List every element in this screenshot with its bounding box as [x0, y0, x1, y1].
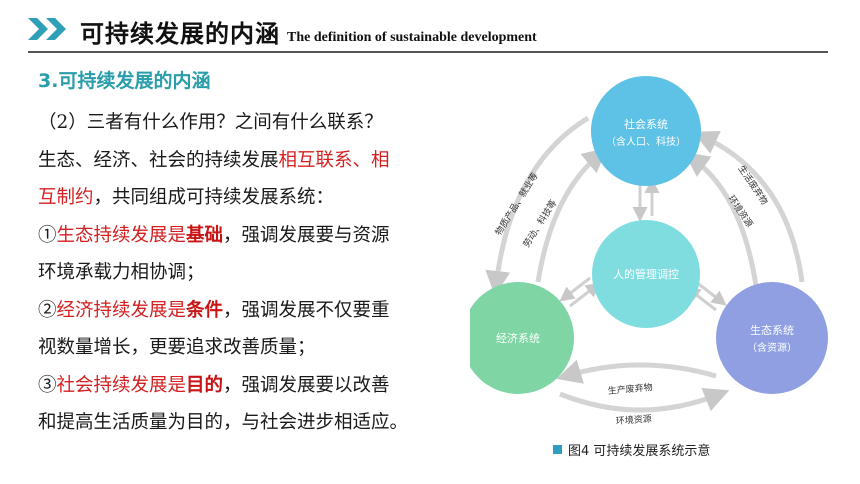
section-title: 3.可持续发展的内涵	[38, 70, 211, 92]
social-system-sublabel: （含人口、科技）	[606, 135, 686, 148]
management-circle	[592, 220, 700, 328]
text-span: 环境承载力相协调；	[38, 262, 205, 283]
arrow-ecological-management-a	[695, 280, 727, 306]
caption-square-icon	[553, 445, 562, 454]
text-span: ②	[38, 299, 57, 321]
text-span: ①	[38, 224, 57, 246]
header-divider	[28, 51, 828, 53]
text-line: 互制约，共同组成可持续发展系统：	[38, 179, 458, 217]
social-system-circle	[591, 76, 701, 186]
ecological-system-sublabel: （含资源）	[747, 341, 797, 354]
caption-text: 图4 可持续发展系统示意	[568, 444, 711, 459]
arrow-economic-management-b	[559, 276, 591, 302]
highlight-text: 相互联系、相	[278, 149, 390, 171]
highlight-text: 经济持续发展是	[56, 299, 187, 321]
ecological-system-circle	[716, 282, 828, 394]
arc-right-inner	[683, 152, 759, 287]
text-span: 视数量增长，更要追求改善质量；	[38, 337, 316, 358]
arc-right-outer	[692, 131, 805, 283]
text-line: ②经济持续发展是条件，强调发展不仅要重	[38, 292, 458, 330]
text-span: ③	[38, 374, 57, 396]
bottom-outer-arc-label: 环境资源	[615, 413, 652, 427]
text-span: ，强调发展要以改善	[223, 374, 390, 396]
text-line: 视数量增长，更要追求改善质量；	[38, 329, 458, 367]
double-chevron-icon	[28, 18, 66, 40]
header: 可持续发展的内涵 The definition of sustainable d…	[0, 0, 860, 54]
text-line: （2）三者有什么作用？之间有什么联系？	[38, 104, 458, 142]
text-span: （2）三者有什么作用？之间有什么联系？	[38, 112, 383, 133]
page-title: 可持续发展的内涵	[80, 20, 280, 48]
economic-system-circle	[470, 282, 574, 394]
text-span: ，共同组成可持续发展系统：	[93, 187, 335, 208]
bottom-inner-arc-label: 生产废弃物	[607, 381, 653, 397]
highlight-text: 社会持续发展是	[56, 374, 187, 396]
text-line: 环境承载力相协调；	[38, 254, 458, 292]
text-span: ，强调发展要与资源	[223, 224, 390, 246]
highlight-text: 互制约	[38, 187, 94, 208]
text-span: 和提高生活质量为目的，与社会进步相适应。	[38, 412, 409, 433]
keyword-text: 基础	[186, 224, 224, 246]
ecological-system-label: 生态系统	[750, 323, 794, 337]
figure-caption: 图4 可持续发展系统示意	[553, 440, 710, 459]
arc-left-inner	[535, 147, 608, 283]
sustainable-development-diagram: 社会系统 （含人口、科技） 人的管理调控 经济系统 生态系统 （含资源） 物质产…	[470, 76, 828, 427]
text-span: ，强调发展不仅要重	[223, 299, 390, 321]
keyword-text: 目的	[186, 374, 224, 396]
arrow-economic-management-a	[569, 282, 601, 308]
management-label: 人的管理调控	[613, 267, 679, 281]
highlight-text: 生态持续发展是	[56, 224, 187, 246]
text-line: ①生态持续发展是基础，强调发展要与资源	[38, 217, 458, 255]
arc-left-outer	[485, 115, 590, 296]
text-span: 生态、经济、社会的持续发展	[38, 149, 279, 171]
body-text: （2）三者有什么作用？之间有什么联系？ 生态、经济、社会的持续发展相互联系、相 …	[38, 104, 458, 442]
text-line: ③社会持续发展是目的，强调发展要以改善	[38, 367, 458, 405]
text-line: 生态、经济、社会的持续发展相互联系、相	[38, 142, 458, 180]
page-title-english: The definition of sustainable developmen…	[287, 30, 537, 45]
arc-bottom-inner	[556, 359, 717, 384]
keyword-text: 条件	[186, 299, 224, 321]
economic-system-label: 经济系统	[496, 331, 540, 345]
arc-bottom-outer	[559, 387, 730, 413]
social-system-label: 社会系统	[624, 117, 668, 131]
text-line: 和提高生活质量为目的，与社会进步相适应。	[38, 404, 458, 442]
